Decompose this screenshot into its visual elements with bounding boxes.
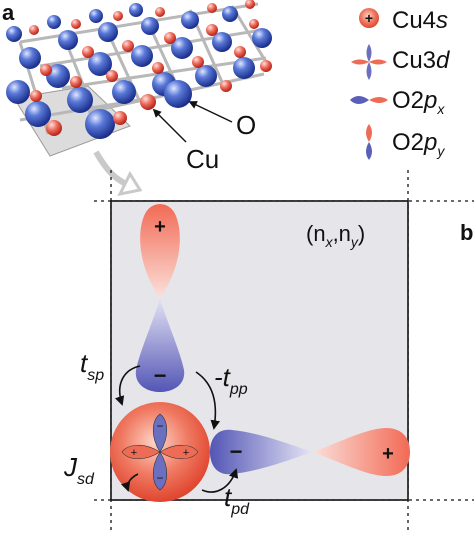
cell-coordinate-label: (nx,ny) <box>306 221 365 250</box>
o-pointer-line <box>188 101 233 123</box>
t-pp-arrow <box>195 371 220 430</box>
legend-cu3d-label: Cu3d <box>392 47 450 74</box>
t-pd-arrow <box>201 468 239 493</box>
hopping-arrows <box>115 365 239 493</box>
svg-text:+: + <box>183 447 189 459</box>
panel-b-label: b <box>460 220 473 245</box>
cu-pointer-line <box>152 108 187 143</box>
j-sd-label: Jsd <box>63 452 95 488</box>
cu3d-orbital-icon <box>351 44 387 80</box>
svg-text:+: + <box>365 10 373 26</box>
o2px-orbital-icon <box>350 96 388 104</box>
py-plus-sign: + <box>154 216 166 238</box>
o2py-orbital-icon <box>366 124 372 160</box>
svg-text:−: − <box>156 471 163 485</box>
py-minus-sign: − <box>154 363 167 388</box>
px-plus-sign: + <box>382 443 394 465</box>
svg-text:+: + <box>131 447 137 459</box>
cu-label: Cu <box>186 144 219 174</box>
zoom-arrowhead <box>117 170 143 197</box>
t-sp-label: tsp <box>80 348 104 384</box>
cu3d-orbital: − − + + <box>121 413 199 491</box>
legend-o2px-label: O2px <box>392 87 445 117</box>
cuo2-lattice: O Cu <box>6 0 272 174</box>
legend-cu4s-label: Cu4s <box>392 7 448 34</box>
t-pd-label: tpd <box>224 482 250 518</box>
o2px-orbital: − + <box>210 428 410 476</box>
cu4s-orbital-icon <box>359 8 379 28</box>
o-label: O <box>236 110 256 140</box>
t-pp-label: -tpp <box>214 362 248 398</box>
cu-site: − − + + <box>110 402 210 502</box>
copper-atoms <box>29 0 272 136</box>
oxygen-atoms <box>6 3 272 139</box>
j-sd-arrow <box>121 473 139 492</box>
legend-o2py-label: O2py <box>392 129 445 159</box>
px-minus-sign: − <box>230 439 243 464</box>
panel-a-label: a <box>2 0 15 25</box>
o2py-orbital: + − <box>135 204 185 392</box>
orbital-legend: + Cu4s Cu3d O2px O2py <box>350 7 450 160</box>
svg-text:−: − <box>156 419 163 433</box>
t-sp-arrow <box>115 365 141 406</box>
